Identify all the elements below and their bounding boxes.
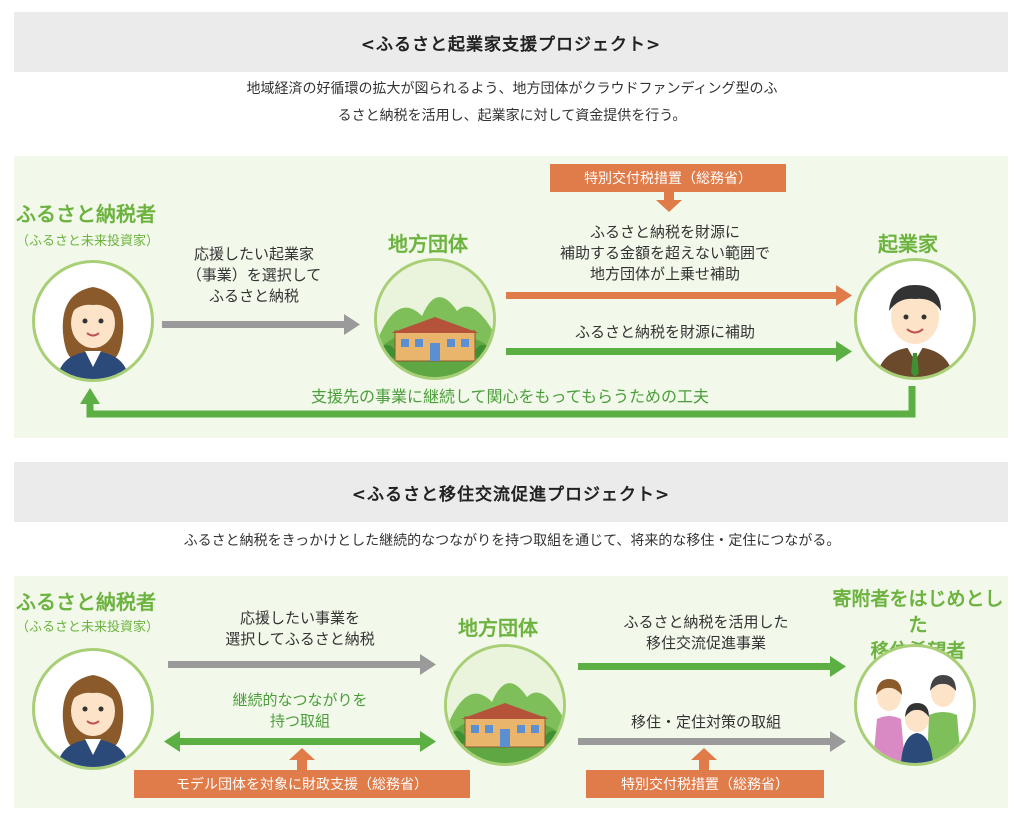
s2-green-line2: 移住交流促進事業 bbox=[645, 634, 766, 652]
s2-arrow1-line2: 選択してふるさと納税 bbox=[225, 630, 375, 648]
family-icon bbox=[873, 675, 961, 763]
s2-arrow1-line1: 応援したい事業を bbox=[239, 609, 360, 627]
s2-left-up-arrow bbox=[289, 748, 315, 770]
s2-green-arrow-text: ふるさと納税を活用した 移住交流促進事業 bbox=[586, 612, 826, 654]
s2-target-line1: 寄附者をはじめとした bbox=[832, 588, 1004, 636]
s1-arrow1-line3: ふるさと納税 bbox=[208, 287, 299, 305]
s2-gray-arrow-donation bbox=[168, 654, 436, 675]
s1-feedback-arrow bbox=[80, 386, 916, 418]
s1-orange-line3: 地方団体が上乗せ補助 bbox=[589, 265, 740, 283]
s1-entrepreneur-title: 起業家 bbox=[878, 232, 938, 256]
town-hall-icon bbox=[447, 647, 563, 763]
s2-right-up-arrow bbox=[691, 748, 717, 770]
section1-desc-line1: 地域経済の好循環の拡大が図られるよう、地方団体がクラウドファンディング型のふ bbox=[246, 81, 778, 97]
section1-description: 地域経済の好循環の拡大が図られるよう、地方団体がクラウドファンディング型のふ る… bbox=[0, 76, 1024, 130]
section1-heading: <ふるさと起業家支援プロジェクト> bbox=[14, 12, 1008, 72]
s1-orange-arrow-text: ふるさと納税を財源に 補助する金額を超えない範囲で 地方団体が上乗せ補助 bbox=[520, 222, 810, 285]
town-hall-icon bbox=[377, 261, 493, 377]
s2-family-avatar bbox=[854, 644, 976, 766]
s2-bidirectional-green-arrow bbox=[164, 731, 436, 752]
s2-special-tax-label: 特別交付税措置（総務省） bbox=[586, 770, 824, 798]
s1-donor-subtitle: （ふるさと未来投資家） bbox=[16, 234, 160, 249]
s1-orange-line1: ふるさと納税を財源に bbox=[589, 223, 740, 241]
s2-green-arrow bbox=[578, 656, 846, 677]
s1-special-tax-label: 特別交付税措置（総務省） bbox=[550, 164, 786, 192]
s1-local-gov-image bbox=[374, 258, 496, 380]
s2-connection-text: 継続的なつながりを 持つ取組 bbox=[170, 690, 430, 732]
woman-icon bbox=[57, 287, 129, 379]
section2-description: ふるさと納税をきっかけとした継続的なつながりを持つ取組を通じて、将来的な移住・定… bbox=[183, 533, 841, 549]
s1-orange-line2: 補助する金額を超えない範囲で bbox=[559, 244, 770, 262]
s1-green-arrow-text: ふるさと納税を財源に補助 bbox=[574, 323, 755, 341]
s2-donor-subtitle: （ふるさと未来投資家） bbox=[16, 620, 160, 635]
s1-arrow1-text: 応援したい起業家 （事業）を選択して ふるさと納税 bbox=[164, 244, 344, 307]
s1-green-arrow bbox=[506, 341, 852, 362]
s1-arrow1-line1: 応援したい起業家 bbox=[193, 245, 314, 263]
s2-local-gov-image bbox=[444, 644, 566, 766]
s2-donor-title: ふるさと納税者 bbox=[16, 590, 156, 614]
s1-orange-arrow bbox=[506, 285, 852, 306]
s1-feedback-text: 支援先の事業に継続して関心をもってもらうための工夫 bbox=[311, 387, 709, 406]
s2-connection-line2: 持つ取組 bbox=[269, 712, 330, 730]
s1-orange-connector bbox=[656, 192, 682, 212]
s2-gray-arrow-text: 移住・定住対策の取組 bbox=[630, 713, 781, 731]
s1-donor-title: ふるさと納税者 bbox=[16, 202, 156, 226]
businessman-icon bbox=[877, 285, 953, 377]
section1-desc-line2: るさと納税を活用し、起業家に対して資金提供を行う。 bbox=[337, 108, 687, 124]
s1-entrepreneur-avatar bbox=[854, 258, 976, 380]
s2-donor-avatar bbox=[32, 648, 154, 770]
s1-gray-arrow bbox=[162, 314, 360, 335]
s1-local-gov-title: 地方団体 bbox=[388, 232, 468, 256]
s1-donor-avatar bbox=[32, 260, 154, 382]
section2-heading: <ふるさと移住交流促進プロジェクト> bbox=[14, 462, 1008, 522]
s2-local-gov-title: 地方団体 bbox=[458, 616, 538, 640]
s2-connection-line1: 継続的なつながりを bbox=[232, 691, 368, 709]
woman-icon bbox=[57, 675, 129, 767]
s2-gray-arrow-settlement bbox=[578, 731, 846, 752]
s2-green-line1: ふるさと納税を活用した bbox=[623, 613, 789, 631]
s1-arrow1-line2: （事業）を選択して bbox=[186, 266, 322, 284]
s2-model-support-label: モデル団体を対象に財政支援（総務省） bbox=[134, 770, 470, 798]
s2-arrow1-text: 応援したい事業を 選択してふるさと納税 bbox=[170, 608, 430, 650]
